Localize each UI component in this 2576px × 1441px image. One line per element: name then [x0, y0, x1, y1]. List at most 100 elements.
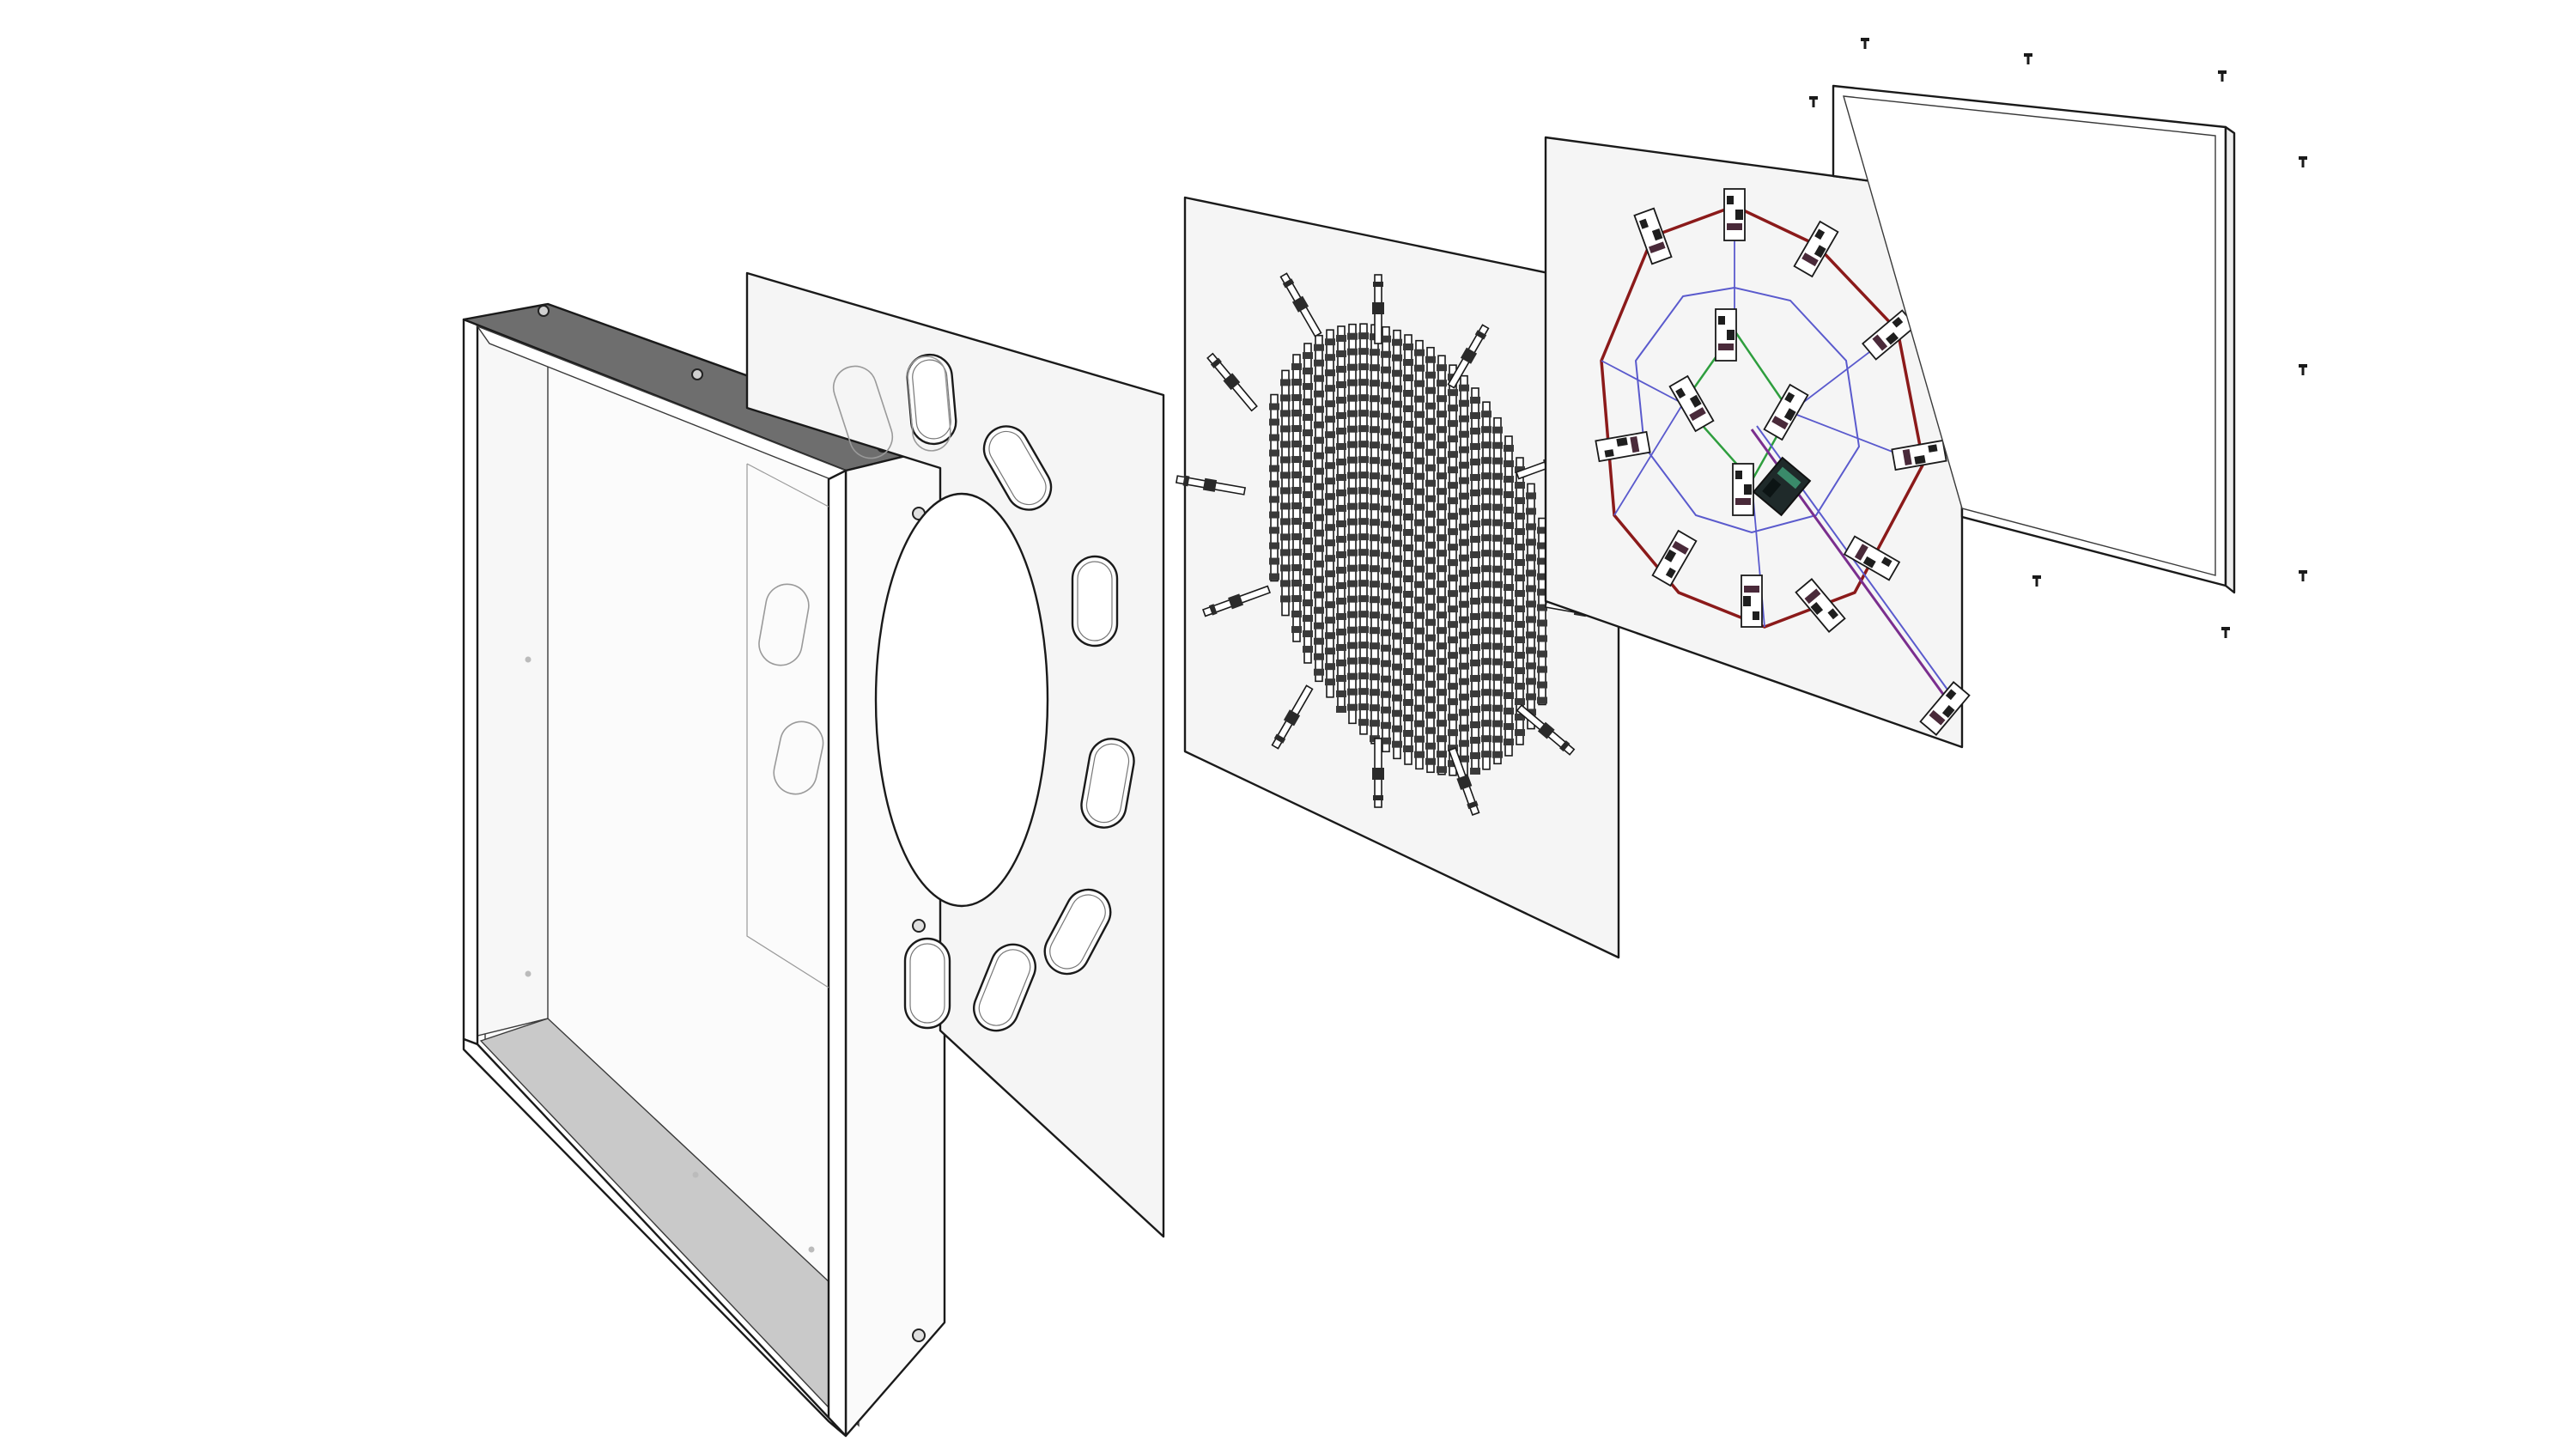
led-cell	[1403, 684, 1413, 690]
led-cell	[1526, 523, 1536, 531]
led-cell	[1291, 487, 1302, 495]
led-cell	[1403, 730, 1413, 737]
led-cell	[1481, 751, 1492, 758]
led-cell	[1414, 380, 1425, 387]
led-cell	[1470, 442, 1480, 450]
led-cell	[1403, 452, 1413, 459]
led-cell	[1414, 751, 1425, 758]
led-cell	[1325, 354, 1335, 362]
led-cell	[1358, 549, 1369, 556]
bolt-hole-icon	[912, 919, 926, 933]
led-cell	[1515, 683, 1525, 690]
led-cell	[1358, 626, 1369, 634]
led-cell	[1492, 627, 1503, 635]
led-cell	[1325, 431, 1335, 439]
led-cell	[1414, 395, 1425, 403]
led-cell	[1336, 690, 1346, 697]
led-cell	[1381, 551, 1391, 559]
led-cell	[1459, 415, 1469, 423]
screw-icon	[2221, 627, 2230, 638]
led-cell	[1303, 352, 1313, 360]
led-cell	[1504, 538, 1514, 545]
led-cell	[1425, 510, 1436, 518]
led-cell	[1437, 581, 1447, 588]
led-cell	[1526, 708, 1536, 716]
panel-slot-bevel	[1049, 894, 1106, 970]
led-cell	[1481, 596, 1492, 604]
screw-icon	[2024, 53, 2032, 64]
led-cell	[1437, 441, 1447, 449]
led-cell	[1515, 544, 1525, 551]
led-cell	[1492, 704, 1503, 712]
led-cell	[1414, 720, 1425, 727]
led-cell	[1280, 379, 1291, 386]
led-cell	[1492, 426, 1503, 434]
bolt-hole-icon	[525, 656, 532, 663]
led-cell	[1303, 615, 1313, 623]
led-cell	[1515, 698, 1525, 706]
bolt-hole-icon	[691, 368, 703, 380]
led-cell	[1448, 714, 1458, 721]
led-cell	[1526, 538, 1536, 546]
led-cell	[1314, 637, 1324, 645]
panel-slot	[1043, 888, 1112, 976]
led-cell	[1448, 667, 1458, 675]
led-cell	[1392, 493, 1402, 501]
led-cell	[1381, 613, 1391, 621]
panel-ghost-slots	[758, 356, 951, 795]
led-cell	[1336, 396, 1346, 404]
led-cell	[1280, 410, 1291, 417]
led-cell	[1325, 477, 1335, 485]
led-cell	[1291, 595, 1302, 603]
led-cell	[1537, 619, 1547, 627]
led-cell	[1358, 471, 1369, 479]
led-cell	[1370, 658, 1380, 666]
led-cell	[1381, 536, 1391, 544]
led-cell	[1448, 760, 1458, 768]
led-cell	[1325, 385, 1335, 392]
led-cell	[1392, 354, 1402, 362]
led-cell	[1347, 672, 1358, 680]
led-cell	[1314, 344, 1324, 351]
led-cell	[1381, 690, 1391, 698]
led-cell	[1269, 573, 1279, 581]
led-cell	[1291, 441, 1302, 448]
led-cell	[1504, 615, 1514, 623]
led-cell	[1280, 502, 1291, 510]
led-cell	[1336, 411, 1346, 419]
led-cell	[1425, 386, 1436, 394]
led-cell	[1336, 612, 1346, 620]
led-cell	[1381, 459, 1391, 466]
led-cell	[1269, 511, 1279, 519]
led-cell	[1392, 369, 1402, 377]
panel-slot-bevel	[1085, 743, 1130, 824]
led-cell	[1459, 708, 1469, 716]
led-cell	[1347, 533, 1358, 541]
led-cell	[1481, 689, 1492, 696]
led-cell	[1336, 427, 1346, 435]
led-cell	[1280, 487, 1291, 495]
led-cell	[1370, 488, 1380, 496]
pcb-module-icon	[1516, 704, 1576, 756]
pcb-module-icon	[1843, 535, 1901, 581]
led-cell	[1437, 410, 1447, 418]
led-cell	[1370, 673, 1380, 681]
led-cell	[1325, 617, 1335, 624]
led-cell	[1448, 466, 1458, 474]
led-cell	[1336, 442, 1346, 450]
pcb-module-icon	[1741, 575, 1763, 628]
pcb-module-icon	[1723, 188, 1746, 241]
led-cell	[1481, 658, 1492, 666]
led-cell	[1325, 555, 1335, 562]
led-cell	[1269, 434, 1279, 441]
led-strip	[1538, 517, 1546, 706]
led-cell	[1448, 528, 1458, 536]
led-cell	[1314, 436, 1324, 444]
led-cell	[1370, 426, 1380, 434]
led-cell	[1492, 441, 1503, 449]
led-cell	[1403, 575, 1413, 582]
led-cell	[1314, 514, 1324, 521]
led-cell	[1492, 457, 1503, 465]
led-cell	[1515, 466, 1525, 474]
led-cell	[1437, 488, 1447, 496]
